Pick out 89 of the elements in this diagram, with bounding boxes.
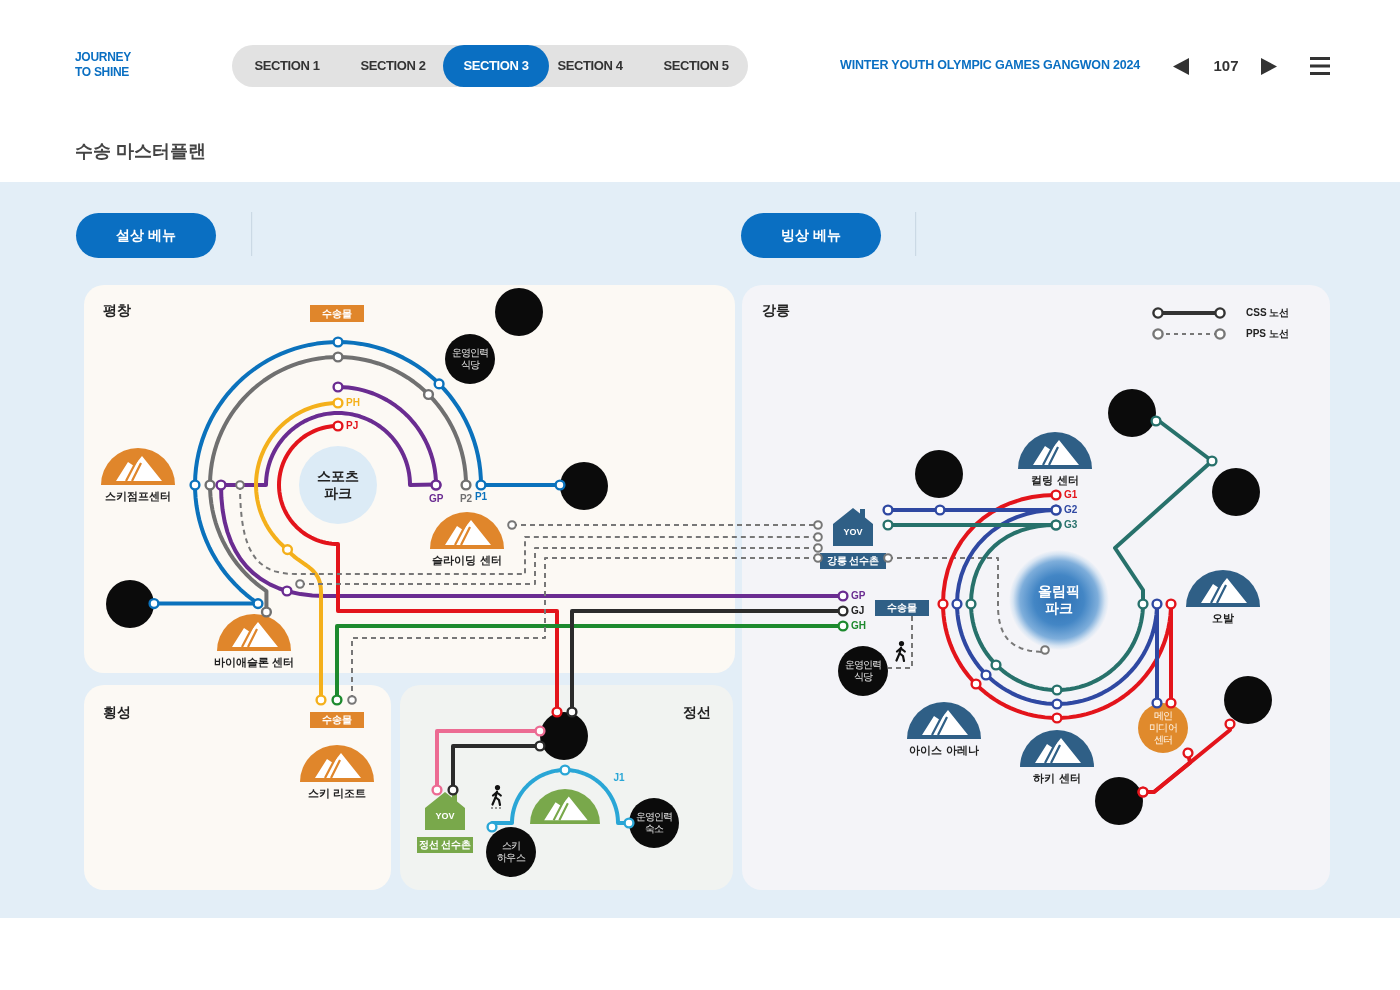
route-code: GJ bbox=[843, 604, 865, 618]
section-label: SECTION 4 bbox=[556, 57, 624, 75]
route-line bbox=[486, 768, 635, 833]
place-circle bbox=[1095, 777, 1143, 825]
place-circle bbox=[445, 334, 495, 384]
route-line bbox=[431, 725, 546, 796]
venue-name: 컬링 센터 bbox=[1031, 473, 1079, 487]
route-line bbox=[219, 411, 849, 602]
hub-name: 수송몰 bbox=[322, 714, 352, 726]
place-circle bbox=[106, 580, 154, 628]
route-code: P1 bbox=[474, 490, 488, 504]
venue-name: 스키점프센터 bbox=[105, 489, 171, 503]
venue-name: 하키 센터 bbox=[1033, 771, 1081, 785]
route-line bbox=[331, 620, 849, 706]
route-code: PJ bbox=[338, 419, 359, 433]
route-code: GH bbox=[843, 619, 866, 633]
hub-name: 수송몰 bbox=[887, 602, 917, 614]
route-line bbox=[254, 397, 344, 706]
legend-label: PPS 노선 bbox=[1246, 327, 1289, 341]
place-circle bbox=[838, 646, 888, 696]
place-circle bbox=[1138, 703, 1188, 753]
route-code: P2 bbox=[459, 485, 473, 506]
region-name: 강릉 bbox=[762, 302, 790, 318]
page-title: 수송 마스터플랜 bbox=[75, 140, 206, 163]
page-number: 107 bbox=[1213, 57, 1239, 74]
region-panel bbox=[84, 285, 735, 673]
venue-name: 오발 bbox=[1212, 611, 1234, 625]
route-code: J1 bbox=[613, 771, 625, 785]
event-name: WINTER YOUTH OLYMPIC GAMES GANGWON 2024 bbox=[840, 58, 1140, 72]
place-circle bbox=[629, 798, 679, 848]
section-tab: SECTION 3 bbox=[443, 45, 549, 87]
route-code: PH bbox=[338, 381, 360, 410]
place-name: 올림픽 파크 bbox=[1037, 583, 1081, 617]
region-name: 횡성 bbox=[103, 704, 131, 720]
route-line bbox=[941, 489, 1177, 720]
route-code: G3 bbox=[1056, 518, 1078, 532]
venue-name: 스키 리조트 bbox=[307, 786, 367, 800]
dashed-route-line bbox=[507, 520, 823, 530]
route-code: G2 bbox=[1056, 503, 1078, 517]
dashed-route-line bbox=[347, 553, 823, 705]
place-circle bbox=[540, 712, 588, 760]
route-line bbox=[277, 420, 563, 718]
region-panel bbox=[84, 685, 391, 890]
place-name: 운영인력 숙소 bbox=[634, 811, 674, 835]
village-code: YOV bbox=[435, 811, 455, 822]
village-name: 강릉 선수촌 bbox=[826, 555, 880, 567]
place-name: 운영인력 식당 bbox=[843, 659, 883, 683]
venue-group-button: 빙상 베뉴 bbox=[741, 213, 881, 258]
route-line bbox=[566, 605, 849, 718]
route-line bbox=[148, 340, 566, 610]
place-circle bbox=[1224, 676, 1272, 724]
place-name: 스키 하우스 bbox=[496, 840, 526, 864]
region-panel bbox=[400, 685, 733, 890]
slogan-text: JOURNEY TO SHINE bbox=[75, 50, 132, 80]
route-line bbox=[332, 381, 442, 491]
route-code: GP bbox=[429, 485, 443, 506]
place-circle bbox=[486, 827, 536, 877]
route-code: GP bbox=[843, 589, 866, 603]
venue-name: 슬라이딩 센터 bbox=[432, 553, 502, 567]
section-label: SECTION 1 bbox=[253, 57, 321, 75]
legend-label: CSS 노선 bbox=[1246, 306, 1290, 320]
route-line bbox=[955, 504, 1163, 709]
dashed-route-line bbox=[883, 553, 1050, 655]
route-line bbox=[447, 740, 546, 796]
dashed-route-line bbox=[887, 615, 913, 669]
place-name: 운영인력 식당 bbox=[450, 347, 490, 371]
region-name: 평창 bbox=[103, 302, 131, 318]
place-name: 메인 미디어 센터 bbox=[1148, 710, 1178, 746]
venue-name: 바이애슬론 센터 bbox=[213, 655, 295, 669]
village-name: 정선 선수촌 bbox=[418, 839, 472, 851]
region-panel bbox=[742, 285, 1330, 890]
hub-name: 수송몰 bbox=[322, 307, 352, 320]
place-circle bbox=[915, 450, 963, 498]
dashed-route-line bbox=[295, 543, 823, 589]
section-label: SECTION 2 bbox=[359, 57, 427, 75]
route-code: G1 bbox=[1056, 488, 1078, 502]
route-line bbox=[208, 355, 472, 618]
village-code: YOV bbox=[843, 527, 863, 538]
venue-name: 아이스 아레나 bbox=[909, 743, 979, 757]
place-circle bbox=[495, 288, 543, 336]
region-name: 정선 bbox=[683, 704, 711, 720]
place-name: 스포츠 파크 bbox=[316, 468, 360, 502]
venue-group-button: 설상 베뉴 bbox=[76, 213, 216, 258]
place-circle bbox=[1212, 468, 1260, 516]
route-line bbox=[1137, 747, 1194, 798]
place-circle bbox=[1108, 389, 1156, 437]
place-circle bbox=[560, 462, 608, 510]
section-label: SECTION 5 bbox=[662, 57, 730, 75]
dashed-route-line bbox=[235, 480, 823, 575]
